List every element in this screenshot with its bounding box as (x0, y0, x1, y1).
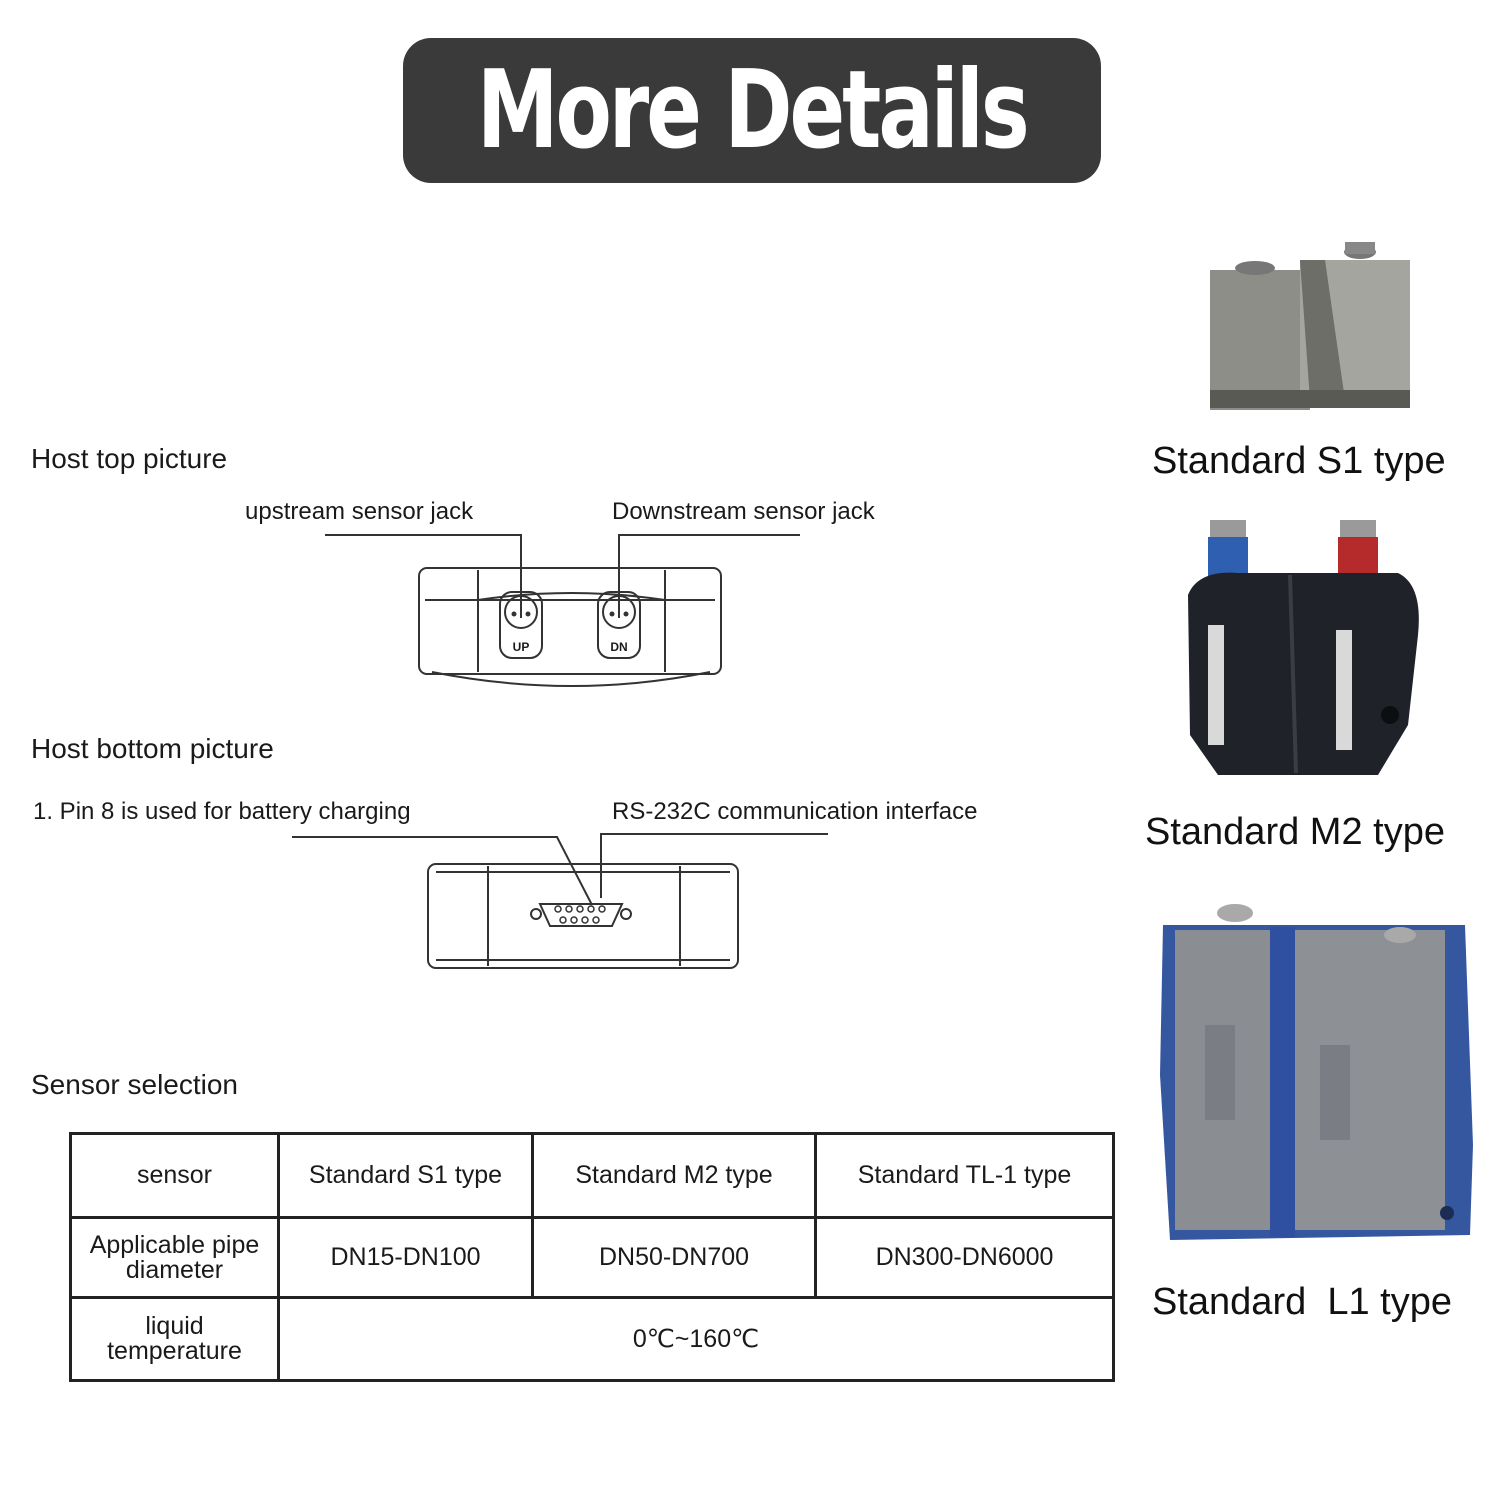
row-label-cell: Applicable pipe diameter (69, 1216, 280, 1299)
host-bottom-heading: Host bottom picture (31, 733, 274, 764)
m2-sensor-photo (1188, 520, 1419, 775)
pin8-label: 1. Pin 8 is used for battery charging (33, 798, 411, 825)
header-cell: Standard TL-1 type (814, 1132, 1115, 1219)
table-row: Applicable pipe diameter DN15-DN100 DN50… (69, 1216, 1115, 1299)
row-label-cell: liquid temperature (69, 1296, 280, 1382)
host-top-heading: Host top picture (31, 443, 228, 474)
table-cell: DN300-DN6000 (814, 1216, 1115, 1299)
table-cell: DN15-DN100 (277, 1216, 534, 1299)
s1-caption: Standard S1 type (1152, 440, 1446, 482)
title-banner: More Details (403, 38, 1101, 183)
l1-sensor-photo (1160, 904, 1473, 1240)
table-row: liquid temperature 0℃~160℃ (69, 1296, 1115, 1382)
table-cell: DN50-DN700 (531, 1216, 817, 1299)
sensor-table: sensor Standard S1 type Standard M2 type… (69, 1132, 1115, 1382)
page-title: More Details (477, 47, 1030, 173)
l1-caption: Standard L1 type (1152, 1281, 1452, 1323)
header-cell: Standard M2 type (531, 1132, 817, 1219)
table-header-row: sensor Standard S1 type Standard M2 type… (69, 1132, 1115, 1219)
downstream-label: Downstream sensor jack (612, 498, 875, 525)
upstream-label: upstream sensor jack (245, 498, 474, 525)
s1-sensor-photo (1210, 242, 1410, 410)
header-cell: sensor (69, 1132, 280, 1219)
row-label-line: liquid (145, 1312, 204, 1340)
row-label-line: temperature (107, 1337, 242, 1365)
table-cell: 0℃~160℃ (277, 1296, 1115, 1382)
row-label-line: diameter (125, 1255, 224, 1284)
header-cell: Standard S1 type (277, 1132, 534, 1219)
rs232-label: RS-232C communication interface (612, 798, 978, 825)
row-label-line: Applicable pipe (89, 1230, 260, 1259)
sensor-selection-heading: Sensor selection (31, 1069, 239, 1100)
up-port-label: UP (512, 640, 530, 654)
m2-caption: Standard M2 type (1145, 811, 1445, 853)
dn-port-label: DN (610, 640, 628, 654)
